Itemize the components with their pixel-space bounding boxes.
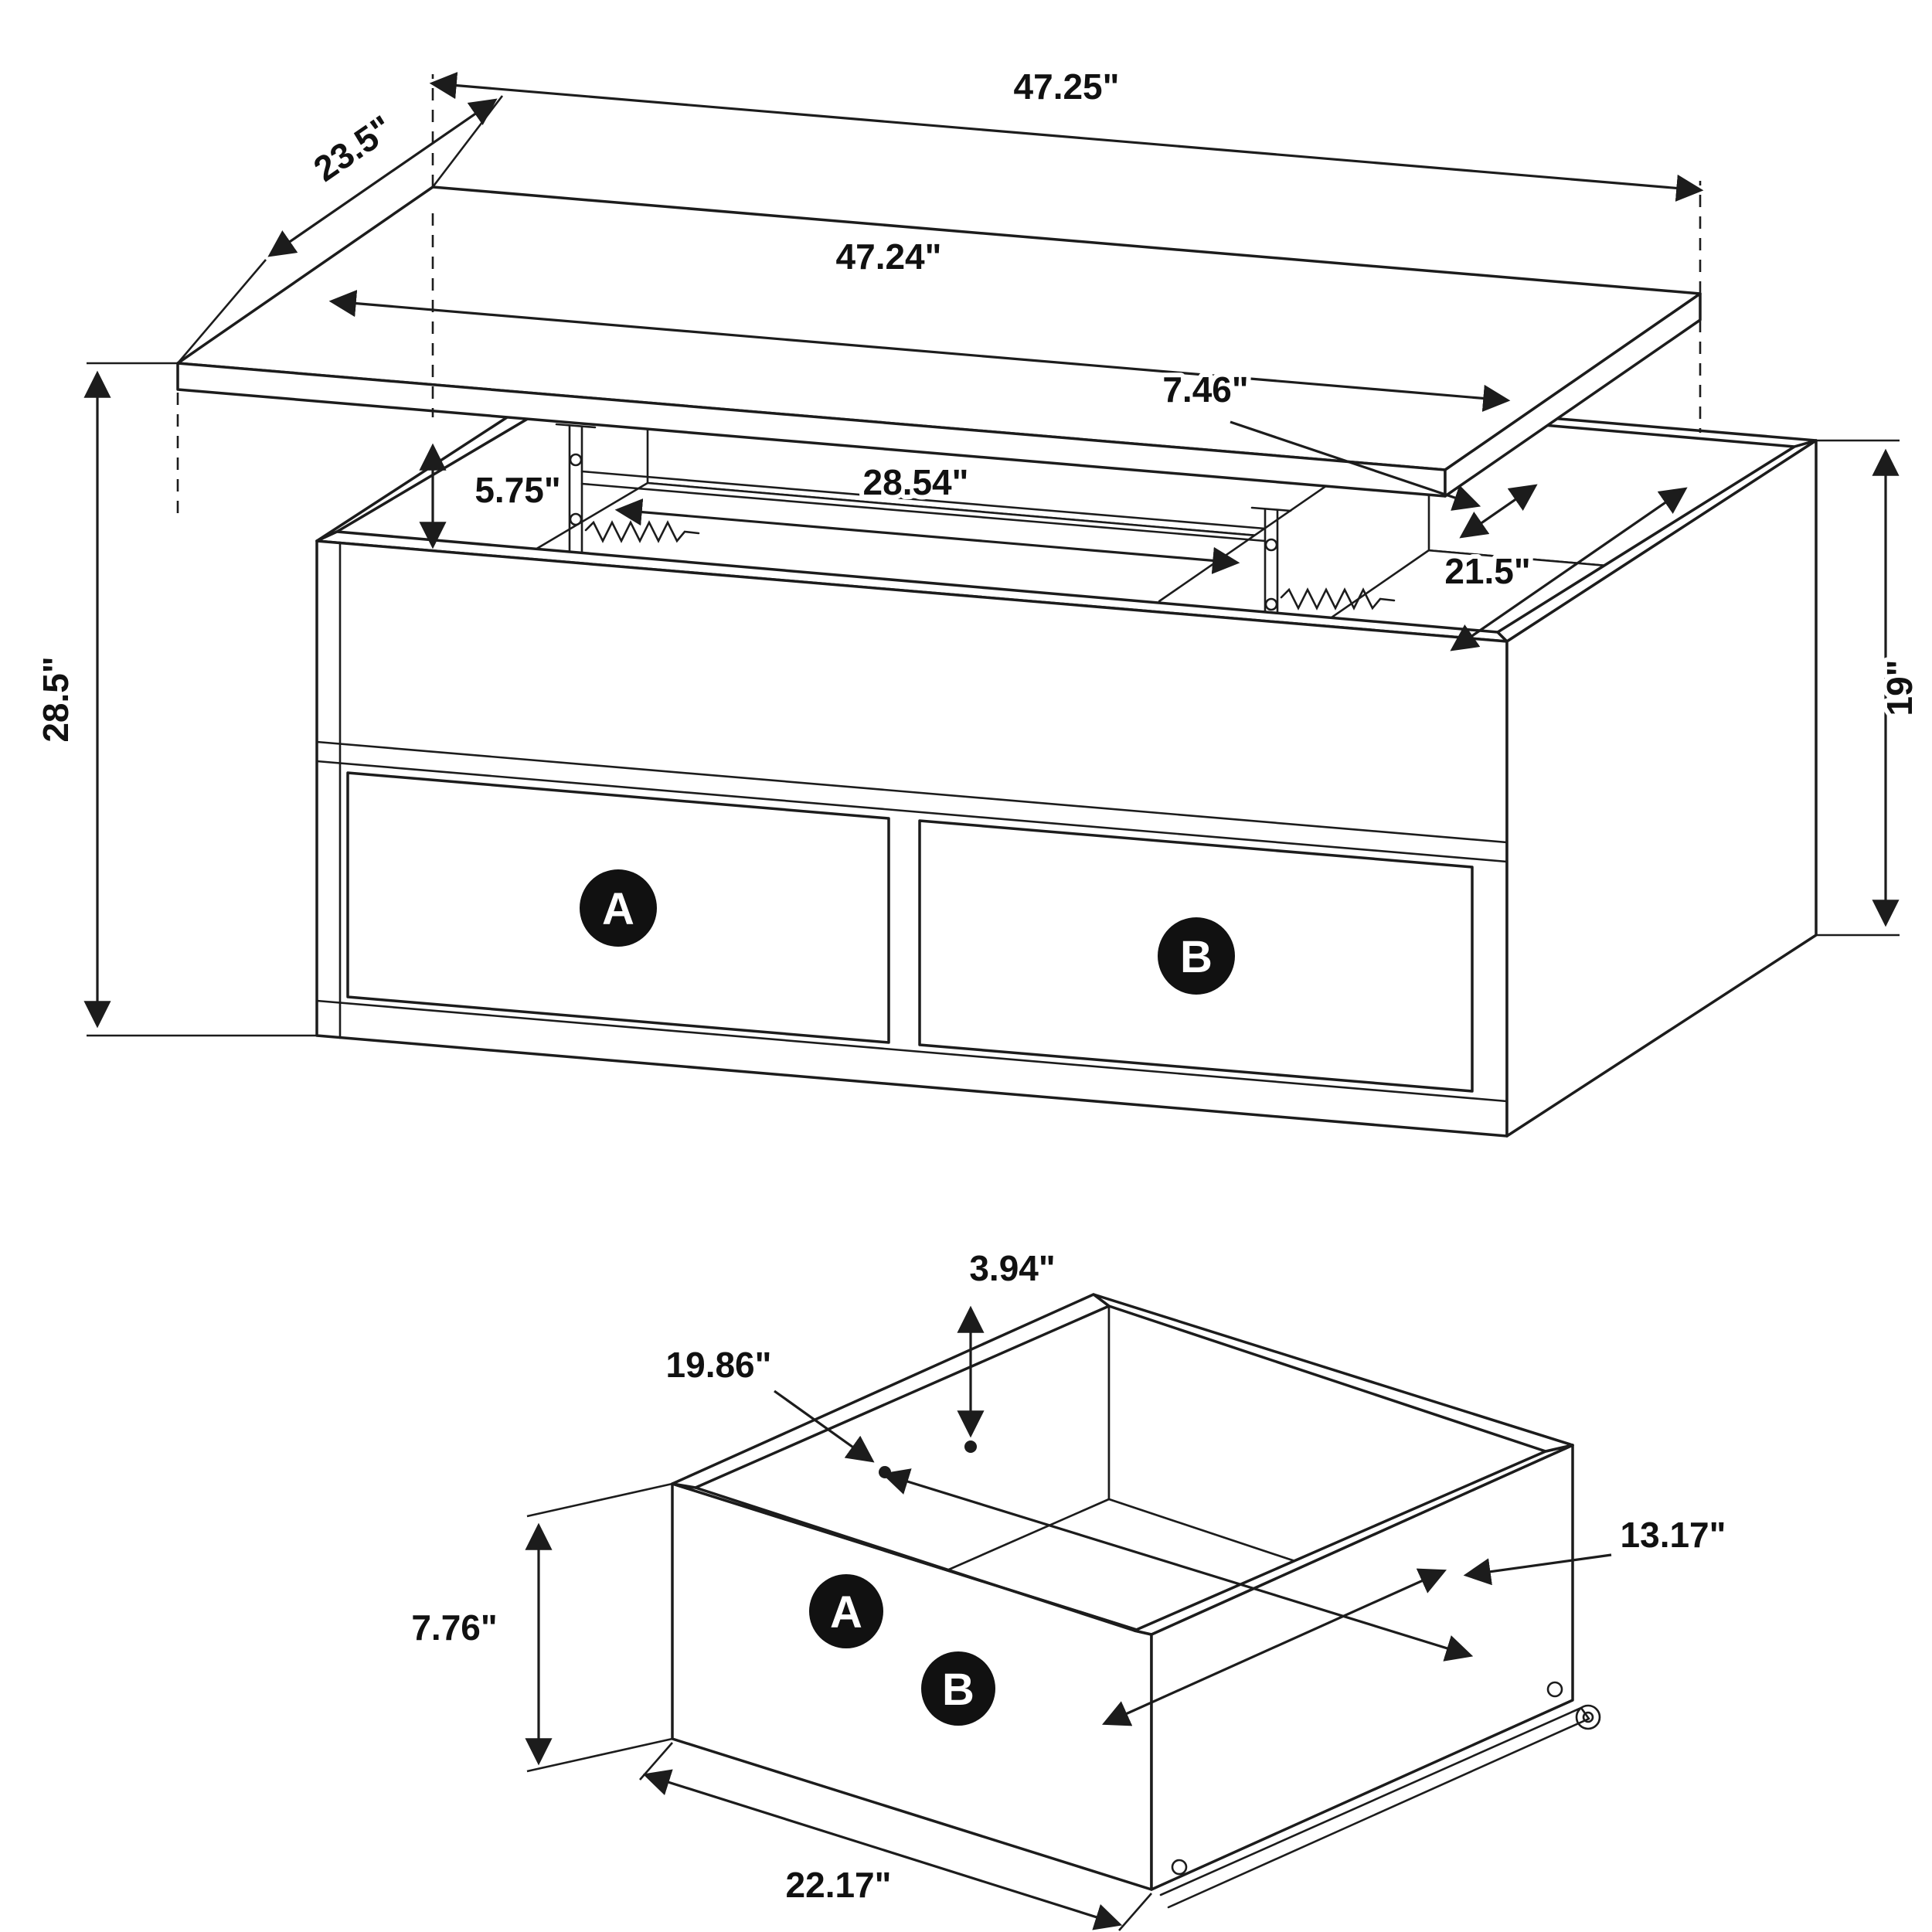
dim-ledge-text: 7.46" — [1162, 369, 1248, 410]
dim-compartment-depth-arrow — [1450, 487, 1688, 651]
dim-back-clearance-text: 3.94" — [969, 1248, 1055, 1288]
dim-front-height-text: 7.76" — [411, 1607, 497, 1648]
dim-top-length-text: 47.24" — [836, 236, 942, 277]
dim-top-width-arrow — [429, 72, 1704, 202]
dim-top-width-text: 47.25" — [1014, 66, 1120, 107]
roller-axle — [1582, 1711, 1594, 1723]
drawer-left-top-band — [671, 1293, 1111, 1489]
drawer-label-a-text: A — [830, 1587, 862, 1638]
drawer-label-b-text: B — [942, 1665, 975, 1715]
drawer-slide-rail — [1159, 1681, 1601, 1909]
drawer-label-b-badge: B — [921, 1651, 995, 1726]
dim-lift-span-text: 28.54" — [863, 462, 969, 502]
label-b-badge: B — [1158, 917, 1235, 995]
dim-overall-height-text: 28.5" — [36, 656, 76, 742]
dim-top-length-arrow — [328, 290, 1511, 412]
dim-interior-depth-text: 13.17" — [1621, 1515, 1726, 1555]
dim-top-depth-arrow — [267, 98, 498, 257]
dim-interior-length-leader — [774, 1389, 875, 1463]
dim-interior-depth-leader — [1463, 1553, 1612, 1586]
screw-hole — [1264, 597, 1278, 611]
dim-ledge-leader — [1230, 420, 1481, 511]
dim-compartment-depth-text: 21.5" — [1444, 551, 1530, 591]
screw — [1171, 1859, 1188, 1876]
rail-top-inner — [315, 760, 1509, 863]
rail-bottom — [315, 999, 1509, 1103]
dim-lift-clearance-text: 5.75" — [474, 470, 560, 510]
tabletop — [176, 185, 1702, 498]
dim-front-width-arrow — [642, 1769, 1123, 1930]
dim-lift-span-arrow — [614, 498, 1240, 574]
dim-front-width-text: 22.17" — [786, 1865, 892, 1905]
drawer-view: A B 3.94" 19.86" 13.17" 7.76" 22.17" — [406, 1243, 1730, 1931]
label-b-text: B — [1180, 932, 1213, 982]
screw-hole — [569, 512, 583, 526]
screw-hole — [1264, 538, 1278, 552]
drawer-dimensions: 3.94" 19.86" 13.17" 7.76" 22.17" — [406, 1243, 1730, 1931]
screw — [1546, 1681, 1563, 1698]
drawer-label-a-badge: A — [809, 1574, 883, 1648]
roller-wheel — [1575, 1704, 1601, 1730]
dim-interior-depth-arrow — [1101, 1568, 1447, 1726]
dim-interior-length-text: 19.86" — [666, 1345, 772, 1385]
screw-hole — [569, 453, 583, 467]
spring-right — [1280, 587, 1396, 611]
assembled-table-view: A B 47.25" 23.5" 4 — [31, 62, 1924, 1138]
rail-top — [315, 740, 1509, 844]
measure-dot — [964, 1440, 977, 1453]
dim-base-height-text: 19" — [1879, 660, 1920, 716]
label-a-text: A — [602, 884, 634, 934]
label-a-badge: A — [580, 869, 657, 947]
